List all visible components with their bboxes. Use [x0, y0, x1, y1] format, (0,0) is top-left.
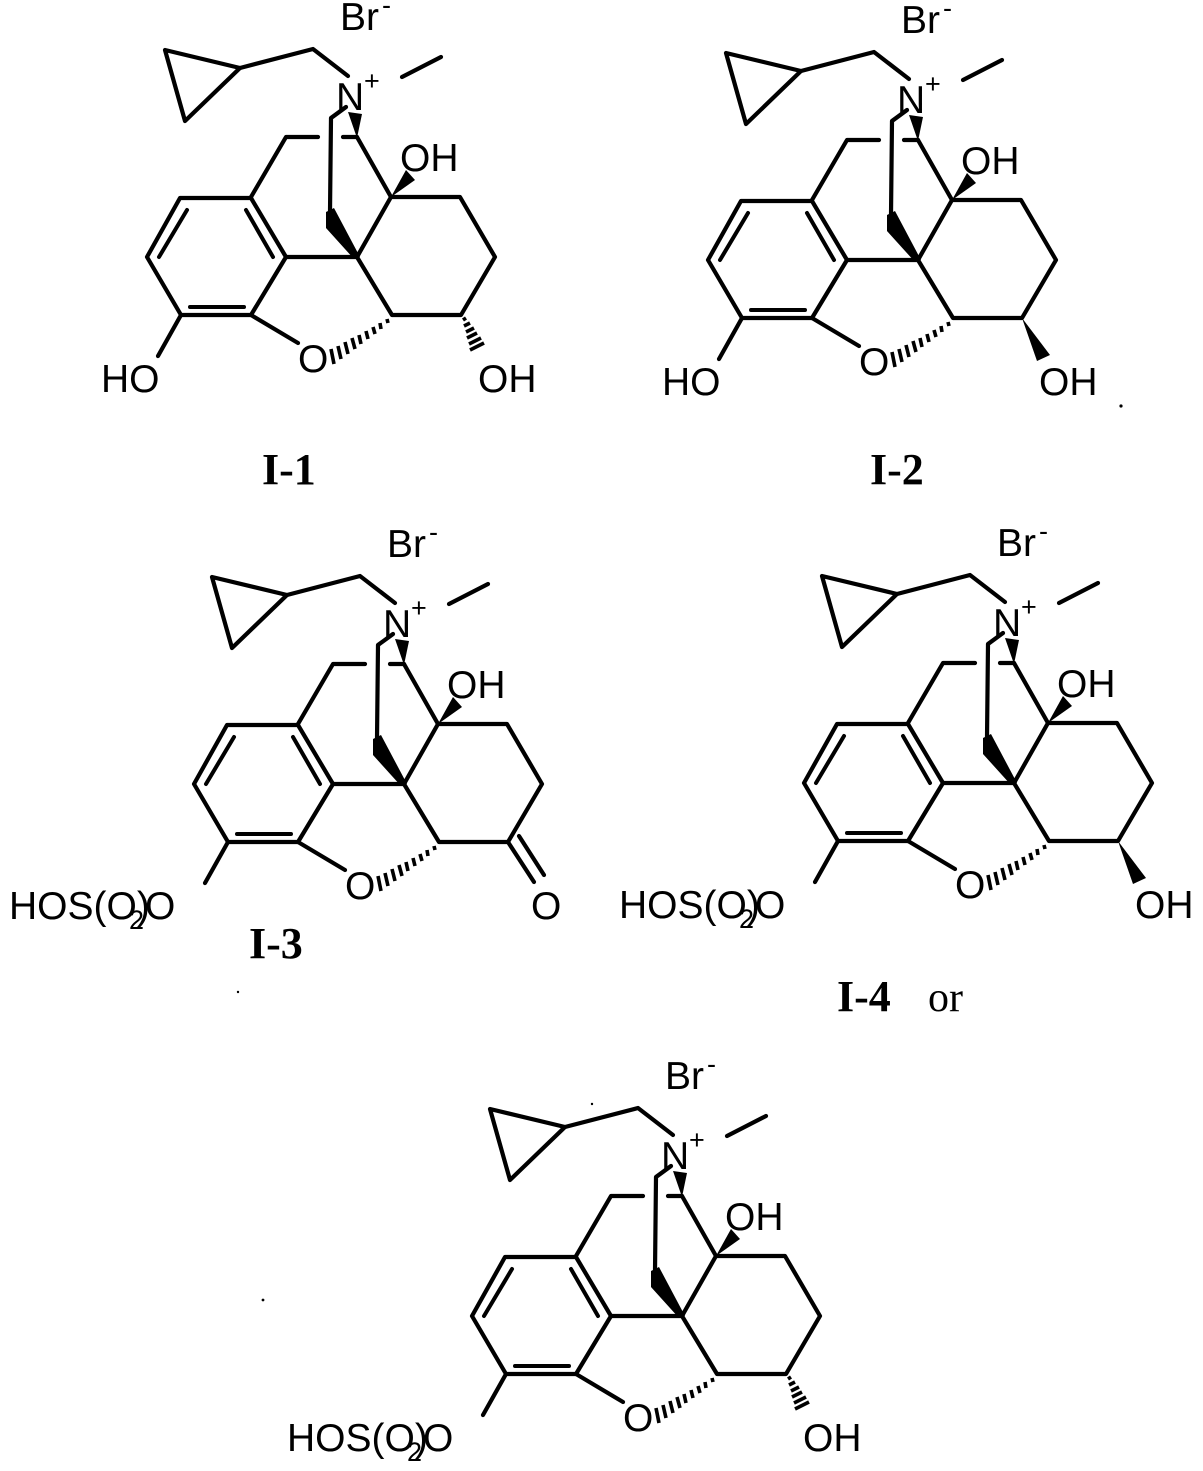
c14-hydroxy-label: OH — [961, 140, 1020, 183]
compound-i-1: Br - N + OH O HO OH I-1 — [101, 0, 537, 494]
compound-or-label: or — [928, 975, 963, 1021]
nitrogen-label: N — [897, 79, 925, 122]
ether-oxygen-label: O — [623, 1397, 653, 1440]
svg-text:O: O — [755, 884, 785, 927]
compound-label: I-2 — [870, 445, 924, 494]
svg-text:O: O — [145, 885, 175, 928]
c6-hydroxy-label: OH — [1135, 884, 1194, 927]
scan-speck — [590, 1102, 594, 1106]
c14-hydroxy-label: OH — [725, 1196, 784, 1239]
svg-text:2: 2 — [739, 904, 754, 934]
sulfate-label: HOS(O) 2 O — [9, 885, 175, 935]
c6-hydroxy-label: OH — [803, 1417, 862, 1460]
sulfate-label: HOS(O) 2 O — [287, 1417, 453, 1467]
bromide-charge: - — [1039, 516, 1048, 546]
svg-text:O: O — [423, 1417, 453, 1460]
c14-hydroxy-label: OH — [447, 664, 506, 707]
svg-text:2: 2 — [129, 905, 144, 935]
c6-hydroxy-label: OH — [478, 358, 537, 401]
bromide-charge: - — [943, 0, 952, 23]
bromide-label: Br — [387, 523, 426, 566]
compound-label: I-1 — [262, 445, 316, 494]
ether-oxygen-label: O — [298, 338, 328, 381]
svg-text:HOS(O): HOS(O) — [287, 1417, 428, 1460]
compound-label: I-4 — [837, 972, 891, 1021]
nitrogen-label: N — [383, 603, 411, 646]
nitrogen-charge: + — [1021, 592, 1037, 622]
compound-i-2: Br - N + OH O HO OH I-2 — [662, 0, 1098, 494]
ketone-oxygen-label: O — [531, 885, 561, 928]
nitrogen-charge: + — [925, 69, 941, 99]
scan-speck — [236, 990, 240, 994]
svg-text:HOS(O): HOS(O) — [619, 884, 760, 927]
bromide-charge: - — [429, 517, 438, 547]
compound-i-4: Br - N + OH O OH HOS(O) 2 O I-4 or — [619, 516, 1194, 1021]
bromide-label: Br — [997, 522, 1036, 565]
sulfate-label: HOS(O) 2 O — [619, 884, 785, 934]
bromide-charge: - — [707, 1049, 716, 1079]
bromide-label: Br — [340, 0, 379, 39]
bromide-label: Br — [901, 0, 940, 42]
scan-speck — [261, 1298, 265, 1302]
ether-oxygen-label: O — [345, 865, 375, 908]
compound-i-3: Br - N + OH O O HOS(O) 2 O I-3 — [9, 517, 561, 968]
compound-label: I-3 — [249, 919, 303, 968]
c14-hydroxy-label: OH — [400, 137, 459, 180]
svg-text:HOS(O): HOS(O) — [9, 885, 150, 928]
bromide-label: Br — [665, 1055, 704, 1098]
ether-oxygen-label: O — [859, 341, 889, 384]
nitrogen-charge: + — [364, 66, 380, 96]
nitrogen-label: N — [336, 76, 364, 119]
compound-i-5: Br - N + OH O OH HOS(O) 2 O — [287, 1049, 862, 1467]
ether-oxygen-label: O — [955, 864, 985, 907]
nitrogen-charge: + — [411, 593, 427, 623]
c6-hydroxy-label: OH — [1039, 361, 1098, 404]
c3-hydroxy-label: HO — [662, 361, 721, 404]
scan-speck — [1119, 404, 1123, 408]
c14-hydroxy-label: OH — [1057, 663, 1116, 706]
nitrogen-label: N — [993, 602, 1021, 645]
bromide-charge: - — [382, 0, 391, 20]
nitrogen-charge: + — [689, 1125, 705, 1155]
nitrogen-label: N — [661, 1135, 689, 1178]
c3-hydroxy-label: HO — [101, 358, 160, 401]
svg-text:2: 2 — [407, 1437, 422, 1467]
